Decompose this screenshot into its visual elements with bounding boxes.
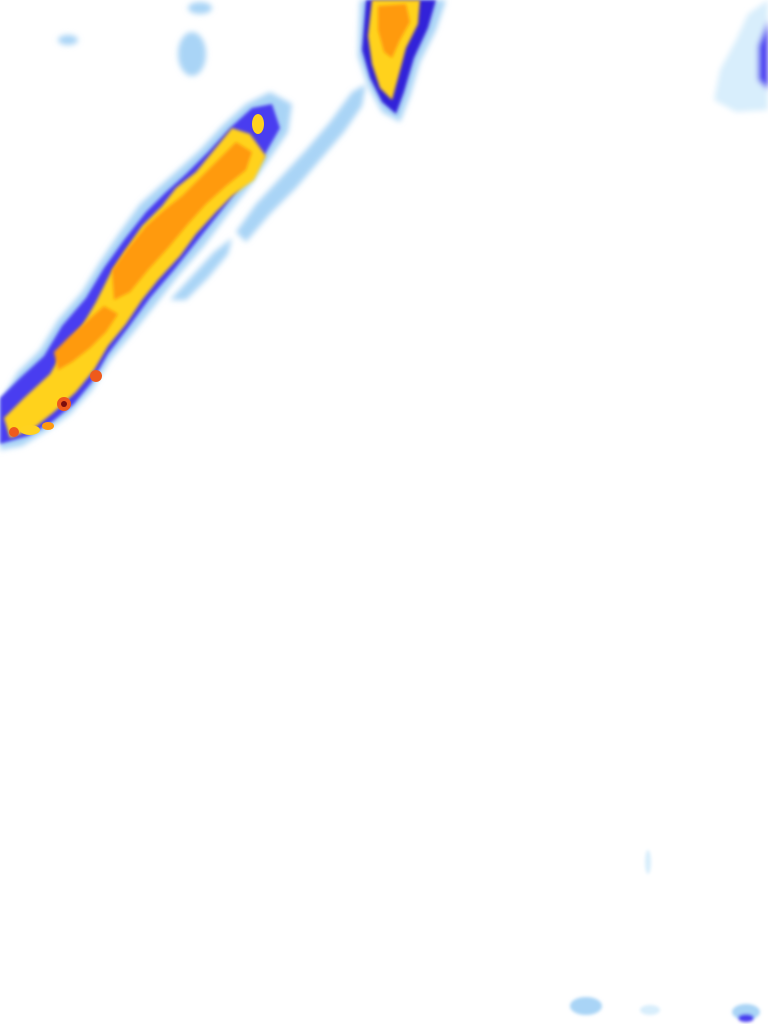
yellow-fragment-1	[252, 114, 264, 134]
main-precip-band	[0, 92, 292, 450]
speckle-3	[732, 1004, 760, 1020]
speckle-4	[645, 850, 651, 874]
yellow-fragment-2	[20, 425, 40, 435]
streak-2	[170, 238, 232, 300]
red-cell-3	[9, 427, 19, 437]
yellow-fragment-3	[42, 422, 54, 430]
streak-3	[178, 32, 206, 76]
streak-5	[188, 2, 212, 14]
dark-red-cell	[61, 401, 67, 407]
speckle-5	[738, 1014, 754, 1022]
upper-cell-orange	[378, 4, 410, 58]
streak-1	[236, 84, 366, 242]
band-orange-lower	[54, 306, 118, 370]
streak-4	[58, 35, 78, 45]
right-patch-halo	[714, 0, 768, 112]
right-edge-light-patch	[714, 0, 768, 112]
right-patch-blue	[758, 20, 768, 90]
lower-right-speckles	[570, 850, 760, 1022]
red-cell-2	[90, 370, 102, 382]
speckle-2	[640, 1005, 660, 1015]
upper-precip-cell	[358, 0, 446, 122]
trailing-light-streaks	[58, 2, 366, 300]
band-orange-core	[112, 142, 252, 300]
speckle-1	[570, 997, 602, 1015]
